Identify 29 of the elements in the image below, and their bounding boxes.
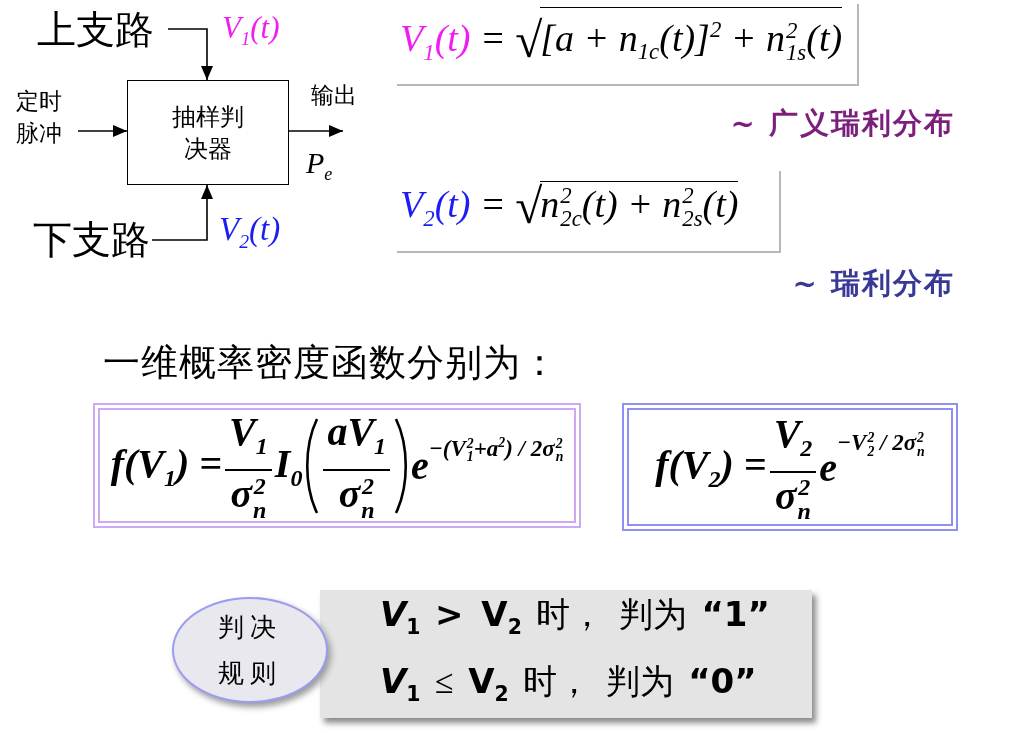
arrow	[77, 125, 128, 137]
oval-label: 判决规则	[172, 597, 328, 703]
rule-text: V$_{1}$ ≤ V$_{2}$ 时， 判为 “0”	[380, 660, 758, 708]
formula-box	[397, 171, 781, 253]
branch-label: 下支路	[30, 218, 152, 262]
formula-text: e	[819, 443, 838, 491]
distribution-note: ~ 广义瑞利分布	[730, 105, 955, 142]
arrow	[151, 184, 213, 241]
formula-box	[622, 403, 958, 531]
branch-label: 上支路	[34, 8, 168, 52]
formula-box	[93, 403, 581, 528]
rule-text: V$_{1}$ > V$_{2}$ 时， 判为 “1”	[380, 593, 771, 641]
input-label: 定时脉冲	[16, 86, 78, 152]
formula-text: V$_{1}$(t) = √[a + n$_{1c}$(t)]$^{2}$ + n$_{1s}$$^{2}$(t)	[400, 7, 843, 81]
arrow	[288, 125, 344, 137]
formula-text: e	[411, 442, 429, 489]
fraction-numerator: aV$_{1}$	[323, 409, 391, 472]
section-heading: 一维概率密度函数分别为：	[103, 341, 559, 385]
distribution-note: ~ 瑞利分布	[792, 265, 955, 302]
fraction-numerator: V$_{2}$	[769, 410, 817, 473]
symbol-label: P$_{e}$	[306, 146, 333, 185]
process-box: 抽样判决器	[127, 80, 289, 185]
formula-text: f(V$_{1}$) =	[110, 439, 223, 492]
rule-panel	[320, 590, 812, 718]
formula-text: f(V$_{2}$) =	[655, 441, 767, 493]
formula-text: I$_{0}$	[274, 439, 303, 492]
arrow	[167, 28, 213, 81]
fraction-numerator: V$_{1}$	[225, 409, 272, 472]
formula-text: V$_{2}$(t) = √n$_{2c}$$^{2}$(t) + n$_{2s}$$^{2}$(t)	[400, 177, 739, 236]
